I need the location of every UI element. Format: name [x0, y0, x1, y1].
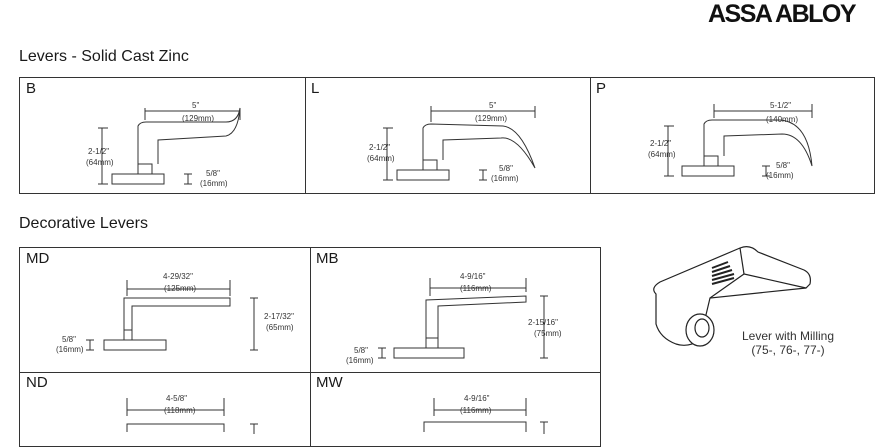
- lever-l-width-mm: (129mm): [475, 114, 507, 123]
- lever-l-rose: 5/8": [499, 164, 513, 173]
- grid-divider: [305, 78, 306, 193]
- lever-b-width-mm: (129mm): [182, 114, 214, 123]
- lever-label-p: P: [596, 80, 607, 97]
- lever-md-height: 2-17/32": [264, 312, 294, 321]
- lever-b-rose: 5/8": [206, 169, 220, 178]
- lever-l-width: 5": [489, 101, 496, 110]
- lever-mb-height-mm: (75mm): [534, 329, 562, 338]
- lever-l-height: 2-1/2": [369, 143, 390, 152]
- lever-nd-width: 4-5/8": [166, 394, 187, 403]
- lever-p-height-mm: (64mm): [648, 150, 676, 159]
- lever-nd-width-mm: (118mm): [164, 406, 196, 415]
- lever-mb-height: 2-15/16": [528, 318, 558, 327]
- lever-cell-b: B 5" (129mm) 2-1/2" (64mm) 5/8" (16mm): [20, 78, 305, 195]
- lever-md-width: 4-29/32": [163, 272, 193, 281]
- lever-p-width: 5-1/2": [770, 101, 791, 110]
- section-title-decorative: Decorative Levers: [19, 215, 148, 232]
- lever-l-height-mm: (64mm): [367, 154, 395, 163]
- lever-p-height: 2-1/2": [650, 139, 671, 148]
- decorative-levers-grid: MD 4-29/32" (125mm) 2-17/32" (65mm) 5/8"…: [19, 247, 601, 447]
- lever-mw-width: 4-9/16": [464, 394, 490, 403]
- lever-label-md: MD: [26, 250, 50, 267]
- lever-cell-mb: MB 4-9/16" (116mm) 2-15/16" (75mm) 5/8" …: [310, 248, 602, 372]
- lever-cell-mw: MW 4-9/16" (116mm): [310, 372, 602, 448]
- lever-b-width: 5": [192, 101, 199, 110]
- lever-md-width-mm: (125mm): [164, 284, 196, 293]
- lever-p-rose: 5/8": [776, 161, 790, 170]
- lever-mw-width-mm: (116mm): [460, 406, 492, 415]
- lever-b-height: 2-1/2": [88, 147, 109, 156]
- lever-mb-width-mm: (116mm): [460, 284, 492, 293]
- lever-mw-drawing: 4-9/16" (116mm): [423, 394, 548, 434]
- lever-b-height-mm: (64mm): [86, 158, 114, 167]
- lever-mb-rose-mm: (16mm): [346, 356, 374, 365]
- lever-md-drawing: 4-29/32" (125mm) 2-17/32" (65mm) 5/8" (1…: [56, 272, 294, 354]
- lever-cell-nd: ND 4-5/8" (118mm): [20, 372, 310, 448]
- milling-title: Lever with Milling: [741, 329, 835, 343]
- lever-cell-l: L 5" (129mm) 2-1/2" (64mm) 5/8" (16mm): [305, 78, 590, 195]
- solid-levers-grid: B 5" (129mm) 2-1/2" (64mm) 5/8" (16mm) L: [19, 77, 875, 194]
- lever-b-drawing: 5" (129mm) 2-1/2" (64mm) 5/8" (16mm): [86, 101, 241, 188]
- lever-l-drawing: 5" (129mm) 2-1/2" (64mm) 5/8" (16mm): [367, 101, 536, 183]
- lever-p-drawing: 5-1/2" (140mm) 2-1/2" (64mm) 5/8" (16mm): [648, 101, 813, 180]
- lever-nd-drawing: 4-5/8" (118mm): [126, 394, 258, 434]
- lever-p-rose-mm: (16mm): [766, 171, 794, 180]
- lever-p-width-mm: (140mm): [766, 115, 798, 124]
- lever-md-rose-mm: (16mm): [56, 345, 84, 354]
- lever-label-b: B: [26, 80, 37, 97]
- lever-cell-p: P 5-1/2" (140mm) 2-1/2" (64mm) 5/8" (16m…: [590, 78, 876, 195]
- milling-models: (75-, 76-, 77-): [751, 343, 825, 357]
- grid-divider: [590, 78, 591, 193]
- lever-b-rose-mm: (16mm): [200, 179, 228, 188]
- lever-label-mw: MW: [316, 374, 343, 391]
- lever-milling-illustration: [653, 246, 811, 347]
- lever-mb-drawing: 4-9/16" (116mm) 2-15/16" (75mm) 5/8" (16…: [346, 272, 562, 365]
- lever-label-l: L: [311, 80, 320, 97]
- lever-cell-md: MD 4-29/32" (125mm) 2-17/32" (65mm) 5/8"…: [20, 248, 310, 372]
- section-title-solid-cast-zinc: Levers - Solid Cast Zinc: [19, 48, 189, 65]
- lever-label-nd: ND: [26, 374, 48, 391]
- lever-md-rose: 5/8": [62, 335, 76, 344]
- grid-divider: [310, 248, 311, 446]
- lever-mb-width: 4-9/16": [460, 272, 486, 281]
- lever-l-rose-mm: (16mm): [491, 174, 519, 183]
- assa-abloy-logo: ASSA ABLOY: [708, 0, 857, 28]
- lever-label-mb: MB: [316, 250, 339, 267]
- grid-divider: [20, 372, 600, 373]
- lever-md-height-mm: (65mm): [266, 323, 294, 332]
- lever-mb-rose: 5/8": [354, 346, 368, 355]
- milling-caption: Lever with Milling (75-, 76-, 77-): [733, 329, 843, 357]
